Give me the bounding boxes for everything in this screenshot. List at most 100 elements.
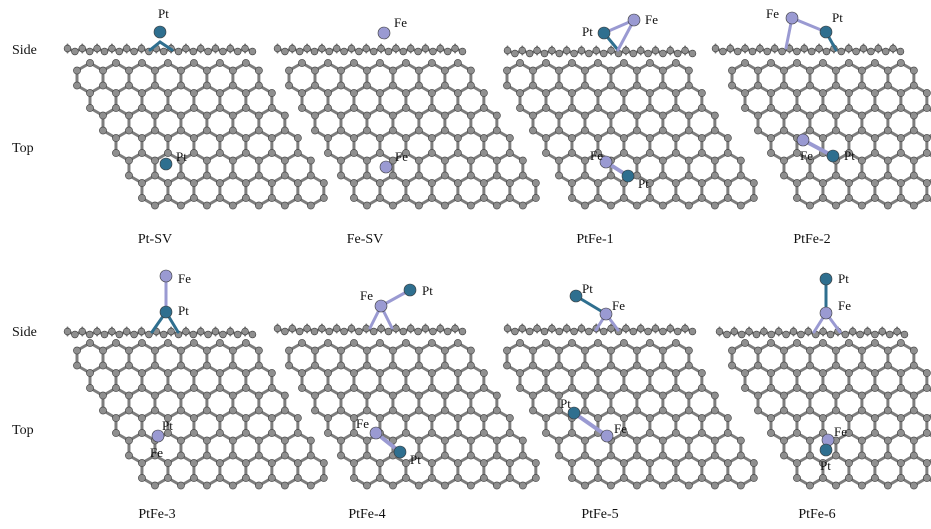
carbon-atom [780,111,788,120]
carbon-atom [832,346,840,355]
carbon-atom [440,451,449,460]
carbon-atom [436,44,444,53]
carbon-atom [896,104,905,112]
carbon-atom [228,201,237,210]
carbon-atom [267,149,276,157]
carbon-atom [629,327,637,336]
carbon-atom [531,179,540,187]
carbon-atom [896,369,905,377]
carbon-atom [350,339,358,347]
carbon-atom [415,391,423,400]
carbon-atom [370,47,378,56]
carbon-atom [511,327,519,336]
carbon-atom [909,81,918,90]
carbon-atom [333,324,341,333]
carbon-atom [429,47,437,56]
carbon-atom [736,451,745,460]
carbon-atom [651,324,660,333]
carbon-atom [756,44,764,53]
fe-atom [796,133,810,147]
carbon-atom [151,361,159,370]
carbon-atom [848,327,857,336]
carbon-atom [806,361,814,370]
carbon-atom [711,44,720,53]
carbon-atom [585,327,593,336]
carbon-atom [518,201,527,210]
carbon-atom [883,346,892,355]
carbon-atom [845,339,853,347]
carbon-atom [806,126,814,135]
carbon-atom [723,414,732,422]
carbon-atom [267,104,276,112]
carbon-atom [754,126,762,135]
carbon-atom [479,369,488,377]
carbon-atom [324,384,332,392]
carbon-atom [428,134,436,142]
carbon-atom [164,414,172,422]
carbon-atom [324,104,332,112]
carbon-atom [466,361,475,370]
carbon-atom [254,156,263,165]
atom-label-fe: Fe [614,421,627,436]
carbon-atom [516,384,524,392]
carbon-atom [723,179,732,187]
carbon-atom [780,451,788,460]
carbon-atom [633,111,641,120]
carbon-atom [241,194,250,202]
carbon-atom [737,330,746,339]
atom-label-fe: Fe [766,6,779,21]
carbon-atom [697,414,706,422]
pt-atom [567,406,581,420]
carbon-atom [871,459,879,467]
carbon-atom [518,451,527,460]
carbon-atom [182,327,190,336]
carbon-atom [581,451,589,460]
carbon-atom [125,111,133,120]
carbon-atom [883,111,892,120]
carbon-atom [281,47,289,56]
carbon-atom [741,59,749,67]
carbon-atom [112,104,120,112]
pt-atom [826,149,840,163]
carbon-atom [594,414,602,422]
carbon-atom [767,339,775,347]
carbon-atom [216,89,224,97]
carbon-atom [555,171,563,180]
carbon-atom [280,406,289,415]
carbon-atom [112,414,120,422]
carbon-atom [871,369,879,377]
carbon-atom [86,89,94,97]
carbon-atom [832,391,840,400]
carbon-atom [819,104,827,112]
carbon-atom [216,459,224,467]
row-label-side-1: Side [12,43,37,58]
carbon-atom [402,414,410,422]
carbon-atom [337,361,345,370]
carbon-atom [177,436,185,445]
carbon-atom [542,369,550,377]
carbon-atom [311,391,319,400]
carbon-atom [311,81,319,90]
carbon-atom [555,66,563,75]
carbon-atom [896,89,905,97]
carbon-atom [633,436,641,445]
carbon-atom [280,156,289,165]
carbon-atom [767,89,775,97]
carbon-atom [99,361,107,370]
carbon-atom [659,49,667,58]
carbon-atom [671,414,680,422]
carbon-atom [845,104,853,112]
carbon-atom [362,44,370,53]
carbon-atom [909,156,918,165]
carbon-atom [620,134,628,142]
carbon-atom [138,149,146,157]
carbon-atom [389,361,397,370]
carbon-atom [754,111,762,120]
carbon-atom [363,361,371,370]
caption-ptfe-3: PtFe-3 [138,507,176,522]
carbon-atom [684,451,693,460]
carbon-atom [540,49,549,58]
carbon-atom [858,346,866,355]
carbon-atom [86,384,94,392]
carbon-atom [594,384,602,392]
